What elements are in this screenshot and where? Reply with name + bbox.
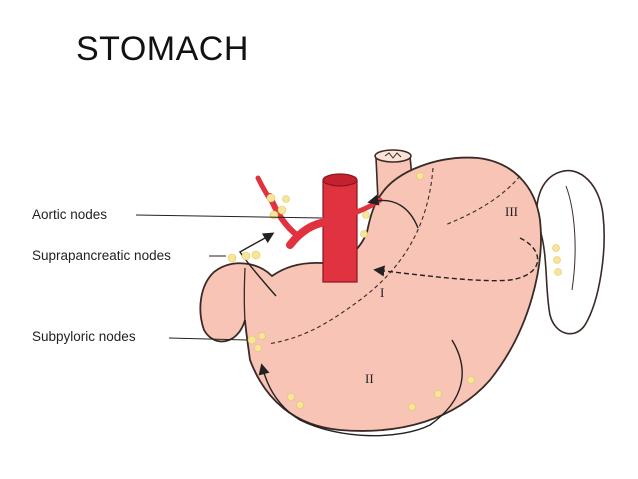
spleen-fold-line [565, 185, 576, 291]
lymph-node [554, 268, 562, 276]
lymph-node [277, 205, 287, 215]
aortic-nodes-leader [135, 214, 323, 219]
lymph-node [360, 230, 368, 238]
lymph-node [553, 256, 561, 264]
drainage-arrow-zone-ii [258, 339, 463, 437]
lymph-node [227, 253, 237, 263]
lymph-node [258, 332, 266, 340]
lymph-node-cluster [227, 172, 562, 411]
drainage-arrow-zone-i [367, 194, 419, 229]
lymph-node [362, 211, 370, 219]
lymph-node [241, 251, 251, 261]
aortic-nodes-label: Aortic nodes [32, 207, 107, 222]
zone-i-label: I [380, 285, 384, 300]
lymph-node [254, 344, 262, 352]
stomach-body [199, 156, 542, 432]
drainage-arrow-suprapancreatic [239, 232, 277, 297]
lymph-node [296, 401, 304, 409]
zone-ii-label: II [365, 371, 374, 386]
slide-title: STOMACH [76, 30, 249, 68]
aorta-vessel [322, 179, 358, 283]
lymph-node [266, 193, 276, 203]
lymph-node [434, 390, 442, 398]
lymph-node [282, 195, 290, 203]
subpyloric-nodes-label: Subpyloric nodes [32, 329, 136, 344]
pylorus-line [243, 267, 246, 323]
suprapancreatic-nodes-label: Suprapancreatic nodes [32, 248, 171, 263]
lymph-node [408, 403, 416, 411]
zone-boundary-top [444, 175, 521, 226]
lymph-node [251, 250, 261, 260]
lymph-node [247, 335, 257, 345]
lymph-node [287, 393, 295, 401]
esophagus-lumen [384, 152, 402, 159]
lymph-node [467, 376, 475, 384]
zone-boundary-curved [267, 167, 434, 345]
esophagus-opening [374, 149, 412, 163]
celiac-artery [286, 218, 330, 249]
subpyloric-nodes-leader [168, 337, 248, 341]
drainage-arrow-zone-iii [373, 237, 539, 282]
aorta-top-opening [322, 173, 358, 187]
spleen-shape [536, 169, 605, 335]
zone-iii-label: III [505, 204, 518, 219]
lymph-node [552, 244, 560, 252]
lymph-node [416, 172, 424, 180]
lymph-node [269, 210, 279, 220]
